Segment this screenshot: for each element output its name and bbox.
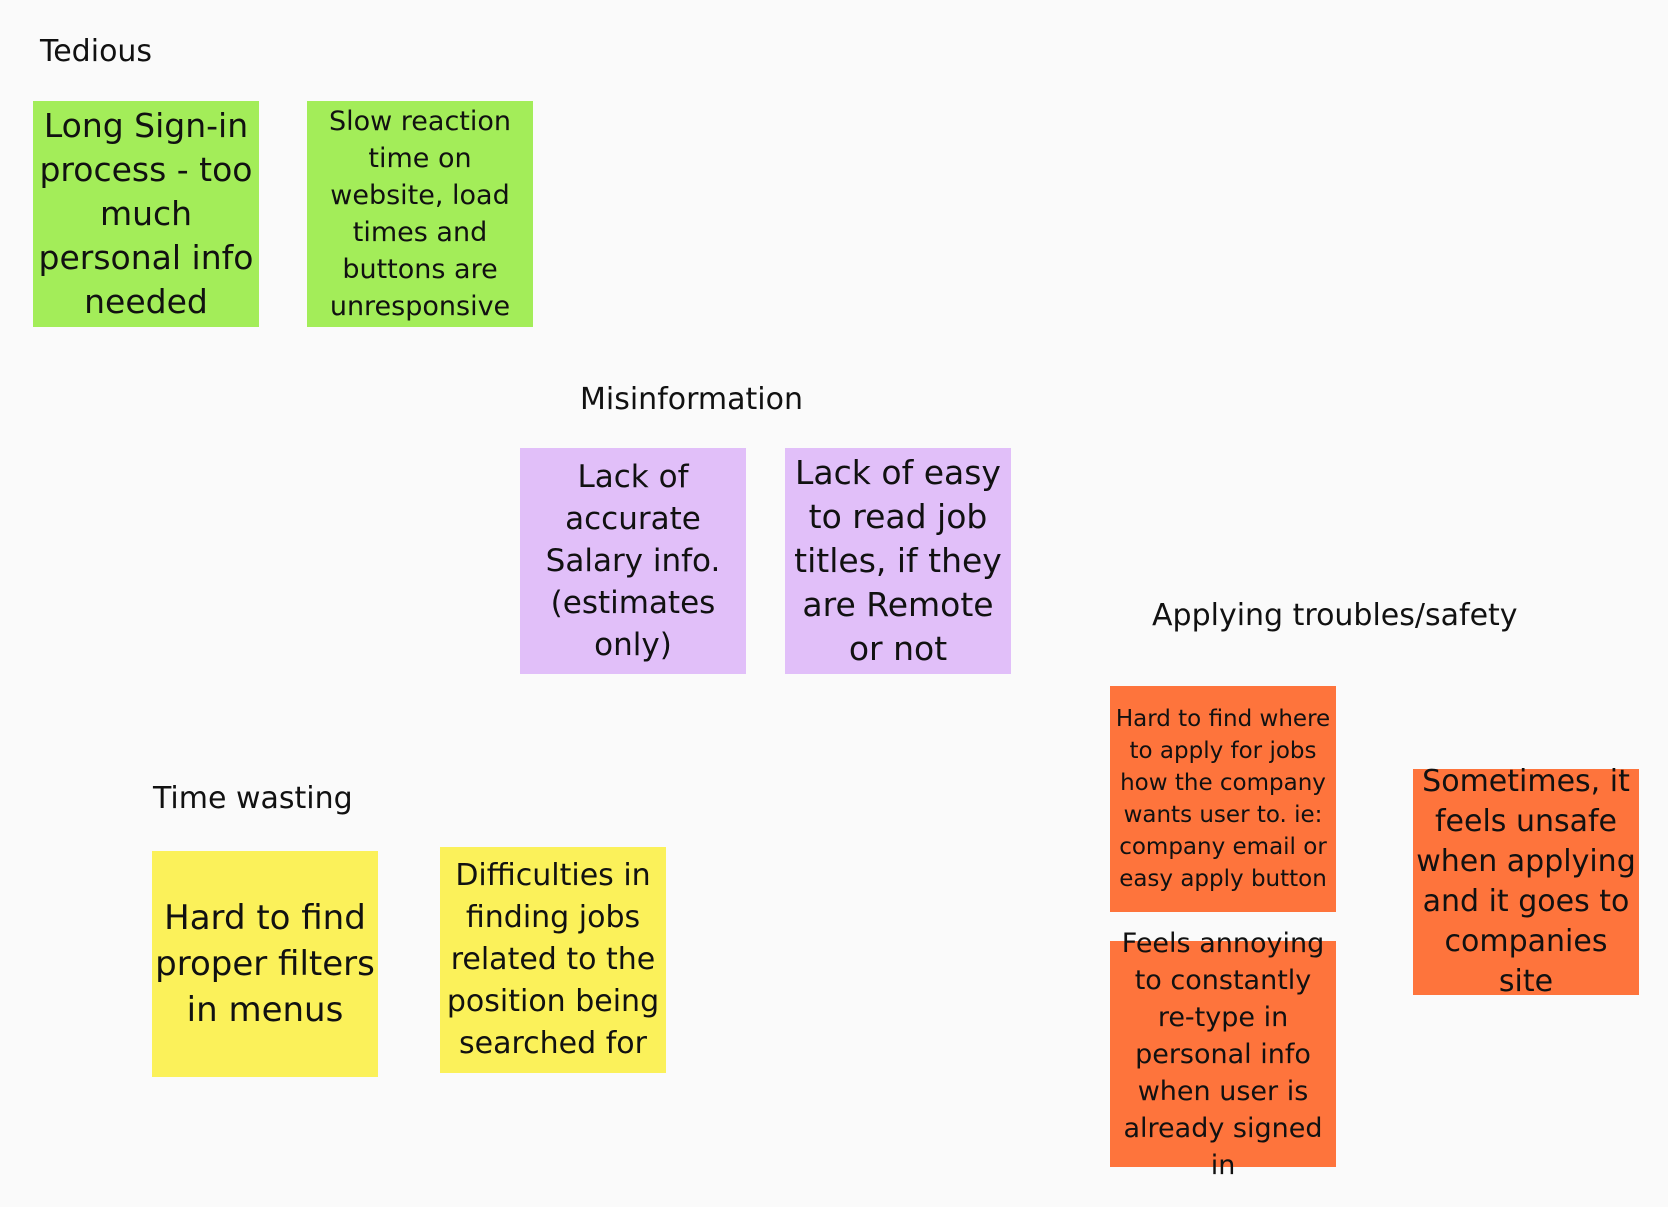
sticky-note-text: Feels annoying to constantly re-type in … <box>1121 927 1325 1181</box>
sticky-note[interactable]: Lack of easy to read job titles, if they… <box>785 448 1011 674</box>
heading-time-wasting: Time wasting <box>153 781 353 816</box>
sticky-note-text: Slow reaction time on website, load time… <box>328 106 512 322</box>
sticky-note-text: Difficulties in finding jobs related to … <box>446 858 660 1061</box>
sticky-note-text: Hard to find where to apply for jobs how… <box>1115 706 1331 892</box>
sticky-note[interactable]: Hard to find where to apply for jobs how… <box>1110 686 1336 912</box>
sticky-note[interactable]: Feels annoying to constantly re-type in … <box>1110 928 1336 1181</box>
heading-applying-troubles-safety: Applying troubles/safety <box>1152 598 1518 633</box>
sticky-note[interactable]: Sometimes, it feels unsafe when applying… <box>1413 764 1639 999</box>
heading-tedious: Tedious <box>40 34 153 69</box>
sticky-note[interactable]: Slow reaction time on website, load time… <box>307 101 533 327</box>
sticky-note[interactable]: Lack of accurate Salary info.(estimates … <box>520 448 746 674</box>
sticky-note-text: Sometimes, it feels unsafe when applying… <box>1416 764 1636 999</box>
sticky-note-text: Long Sign-in process - too much personal… <box>38 106 254 321</box>
heading-misinformation: Misinformation <box>580 382 803 417</box>
sticky-note-text: Lack of easy to read job titles, if they… <box>794 453 1002 668</box>
sticky-note-text: Lack of accurate Salary info.(estimates … <box>545 459 721 663</box>
sticky-note[interactable]: Hard to find proper filters in menus <box>152 851 378 1077</box>
sticky-note[interactable]: Long Sign-in process - too much personal… <box>33 101 259 327</box>
sticky-note[interactable]: Difficulties in finding jobs related to … <box>440 847 666 1073</box>
sticky-note-text: Hard to find proper filters in menus <box>155 898 375 1030</box>
